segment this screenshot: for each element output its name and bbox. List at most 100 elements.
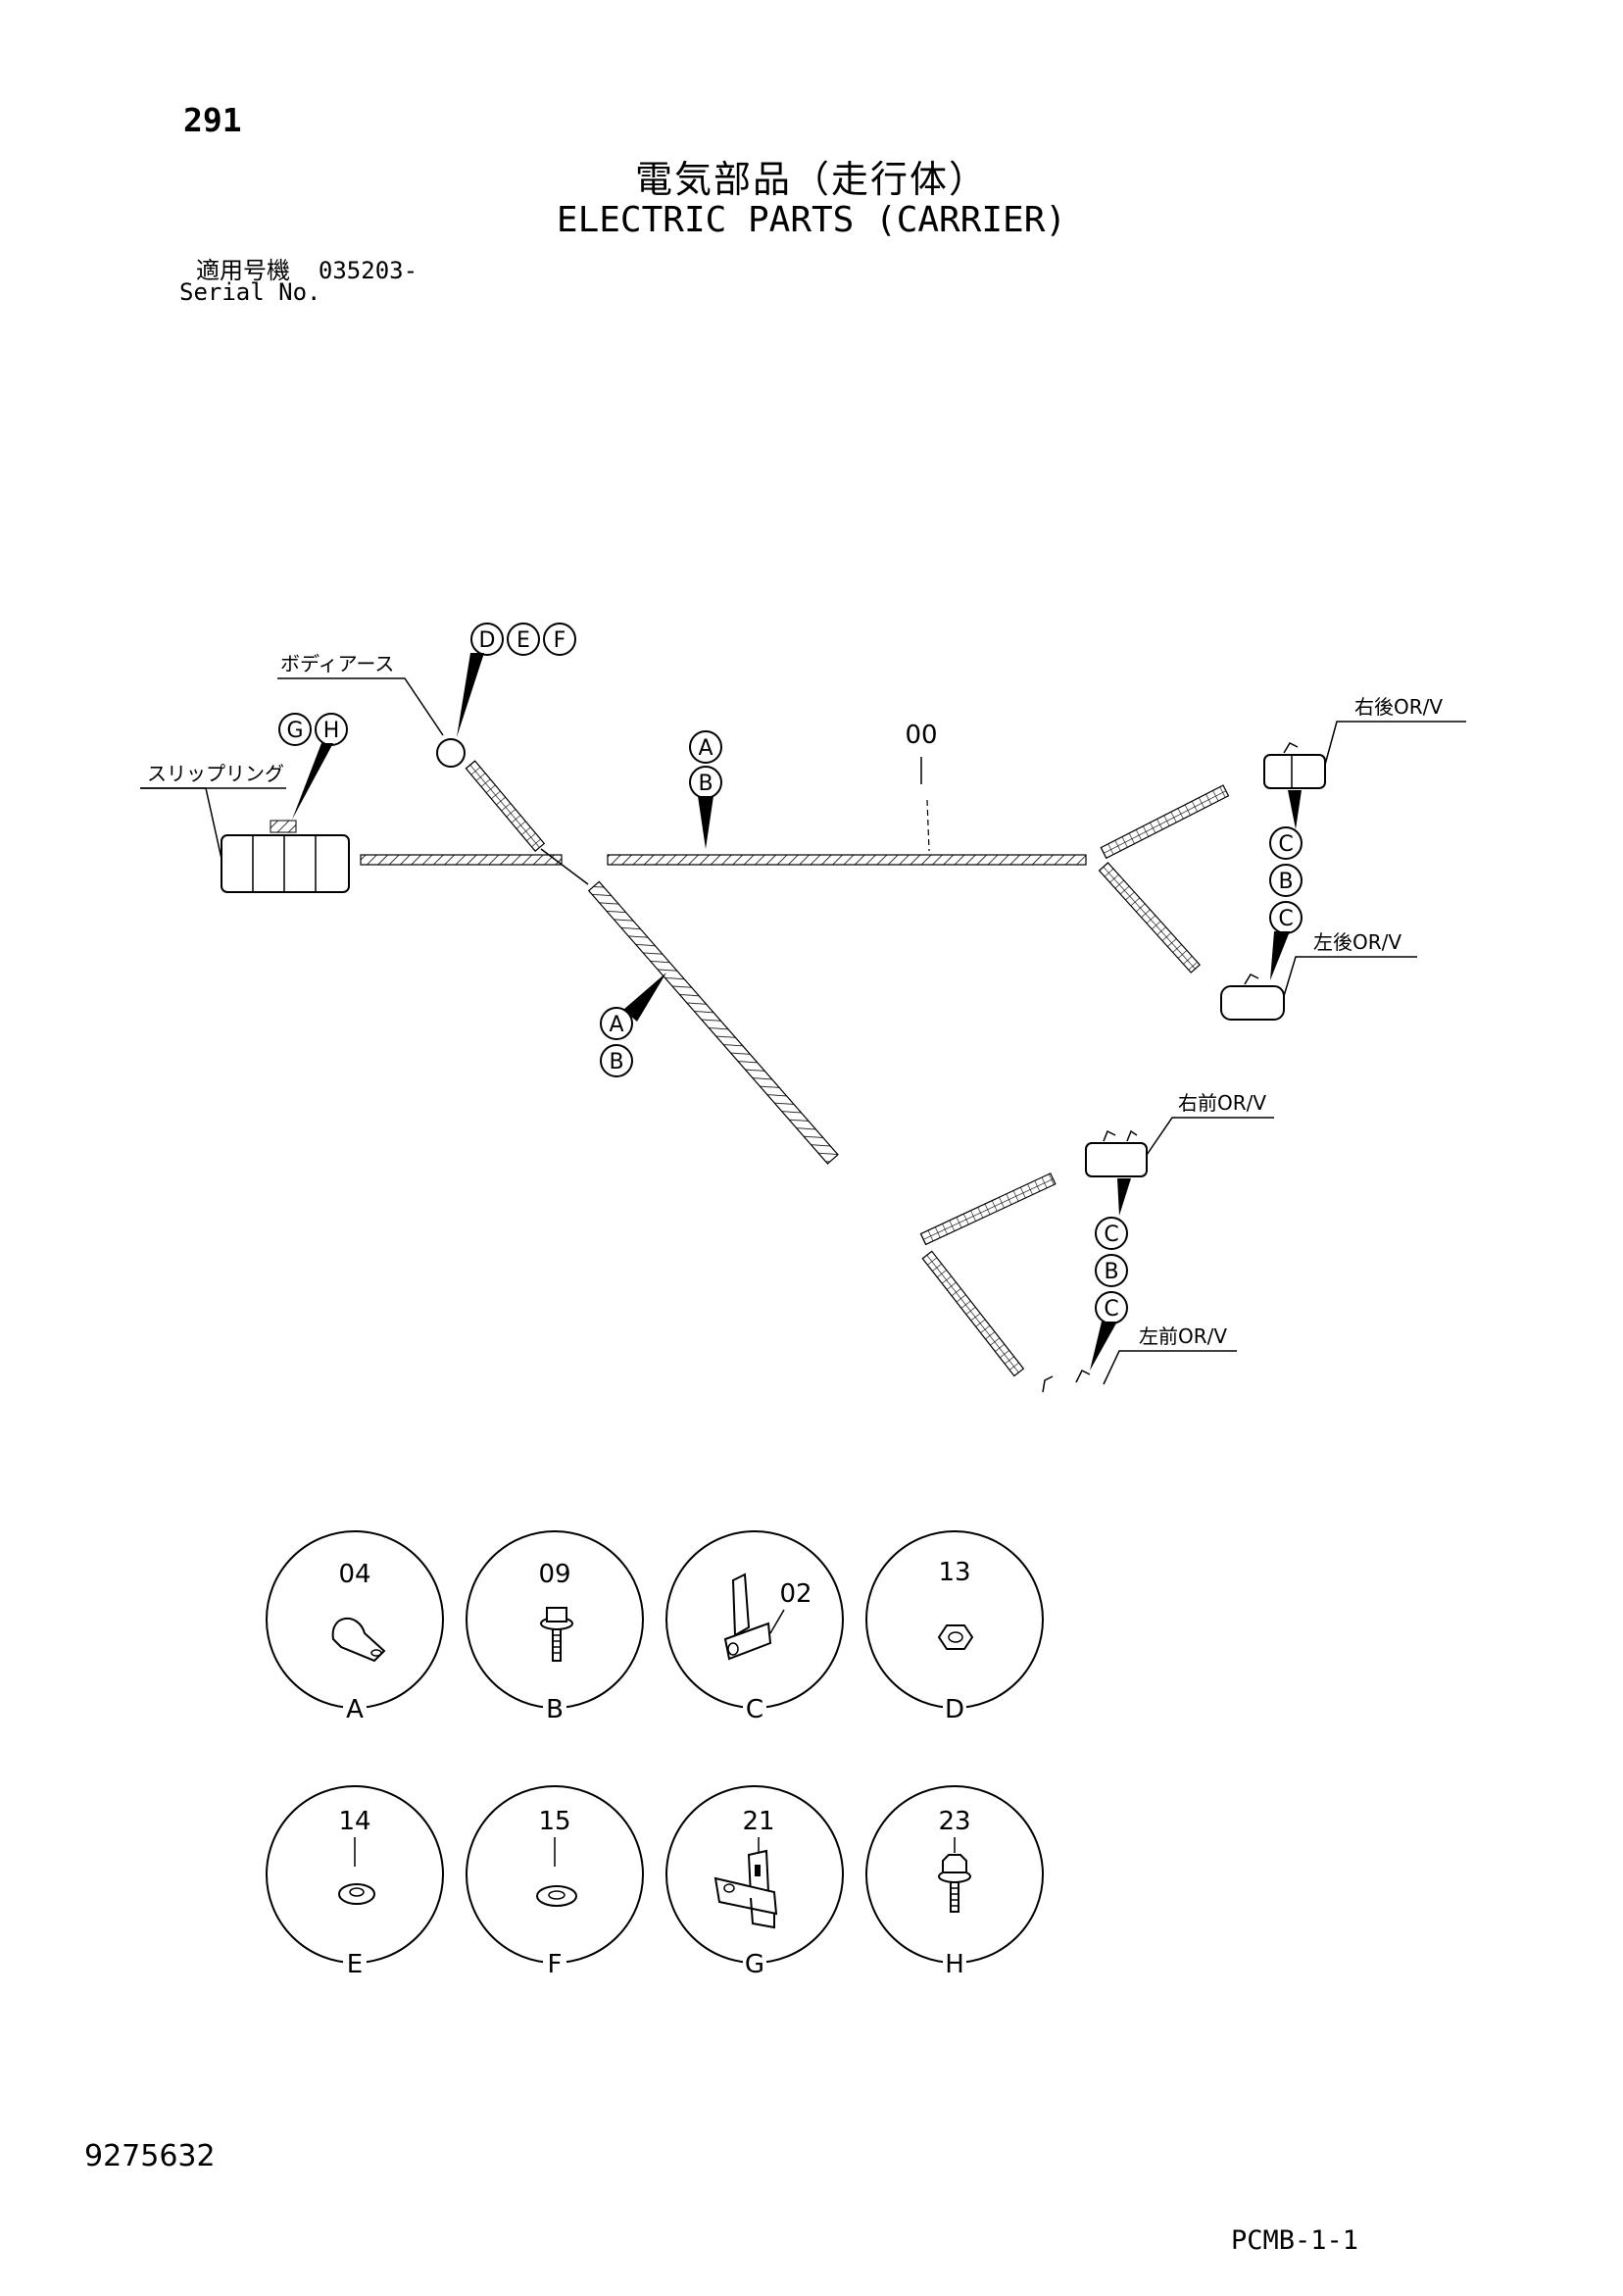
callout-circle (543, 623, 576, 656)
callout-letter: C (1104, 1297, 1118, 1322)
nut-icon (937, 1624, 974, 1650)
diagonal-harness (587, 880, 839, 1165)
legend-part-number: 23 (938, 1807, 970, 1836)
harness-part-number: 00 (905, 721, 937, 750)
legend-item-H: 23 H (865, 1785, 1044, 1979)
body-earth-terminal (436, 738, 466, 768)
flat-washer-icon (536, 1885, 577, 1907)
callout-letter: B (698, 772, 713, 796)
callout-circle (600, 1007, 633, 1040)
callout-letter: B (1278, 870, 1293, 894)
right-front-valve-connector (1085, 1142, 1148, 1177)
serial-label-english: Serial No. (179, 278, 321, 306)
earth-cable (465, 760, 546, 852)
callout-pointer (1270, 931, 1290, 980)
callout-circle (470, 623, 504, 656)
branch-cable (1098, 862, 1201, 973)
harness-segment (607, 854, 1087, 866)
callout-letter: C (1278, 907, 1293, 931)
callout-pointer (292, 743, 333, 820)
branch-cable (1100, 784, 1230, 860)
legend-part-number: 14 (338, 1807, 370, 1836)
legend-letter: G (745, 1950, 764, 1979)
legend-item-C: 02 C (665, 1530, 844, 1724)
legend-part-number: 13 (938, 1558, 970, 1587)
legend-letter: E (347, 1950, 363, 1979)
body-earth-label: ボディアース (280, 652, 394, 675)
callout-letter: B (609, 1050, 623, 1074)
callout-letter: A (698, 736, 713, 761)
callout-circle (507, 623, 540, 656)
bracket-icon (713, 1849, 778, 1929)
legend-item-F: 15 F (466, 1785, 644, 1979)
callout-circle (600, 1044, 633, 1077)
legend-letter: C (746, 1695, 763, 1724)
callout-letter: C (1278, 832, 1293, 857)
callout-letter: A (609, 1013, 623, 1037)
callout-letter: E (516, 628, 530, 653)
callout-pointer (1117, 1178, 1131, 1216)
slip-ring-leader-line (140, 787, 222, 860)
lock-washer-icon (338, 1883, 375, 1905)
legend-letter: B (546, 1695, 564, 1724)
callout-circle (1269, 826, 1303, 860)
callout-circle (1095, 1254, 1128, 1287)
serial-value: 035203- (318, 257, 418, 284)
harness-segment (360, 854, 563, 866)
callout-pointer (1288, 790, 1302, 829)
legend-part-number: 02 (779, 1579, 812, 1609)
callout-circle (1269, 864, 1303, 897)
callout-circle (1095, 1217, 1128, 1250)
legend-letter: F (548, 1950, 563, 1979)
legend-part-number: 21 (742, 1807, 774, 1836)
legend-item-E: 14 E (266, 1785, 444, 1979)
left-rear-valve-connector (1220, 985, 1285, 1021)
page-title-japanese: 電気部品（走行体） (634, 158, 988, 201)
callout-pointer (457, 653, 484, 737)
callout-pointer (698, 796, 713, 849)
right-front-valve-label: 右前OR/V (1178, 1091, 1266, 1115)
legend-item-A: 04 A (266, 1530, 444, 1724)
page-code: PCMB-1-1 (1231, 2225, 1359, 2256)
callout-letter: H (323, 719, 340, 743)
legend-letter: D (945, 1695, 964, 1724)
legend-part-number: 15 (538, 1807, 570, 1836)
left-front-valve-label: 左前OR/V (1139, 1324, 1227, 1348)
callout-circle (689, 730, 722, 764)
page-title-english: ELECTRIC PARTS (CARRIER) (556, 200, 1067, 240)
slip-ring (221, 820, 350, 893)
branch-cable (921, 1250, 1025, 1377)
parts-legend: 04 A 09 B 02 C (266, 1530, 1044, 1979)
clamp-icon (331, 1617, 386, 1663)
serial-line-japanese: 適用号機 035203- (196, 251, 418, 285)
legend-item-D: 13 D (865, 1530, 1044, 1724)
legend-item-B: 09 B (466, 1530, 644, 1724)
callout-circle (278, 713, 312, 746)
callout-letter: F (554, 628, 566, 653)
callout-letter: G (286, 719, 303, 743)
left-front-valve-connector (1042, 1375, 1054, 1393)
right-rear-valve-label: 右後OR/V (1354, 695, 1443, 719)
bracket-icon (723, 1572, 785, 1661)
callout-letter: C (1104, 1223, 1118, 1247)
callout-pointer (623, 973, 666, 1022)
legend-letter: H (945, 1950, 964, 1979)
body-earth-leader-line (277, 677, 444, 736)
page-number: 291 (183, 101, 242, 139)
right-rear-valve-connector (1263, 754, 1326, 789)
left-rear-valve-label: 左後OR/V (1313, 930, 1402, 954)
legend-letter: A (346, 1695, 364, 1724)
serial-label-japanese: 適用号機 (196, 257, 290, 284)
callout-letter: B (1104, 1260, 1118, 1284)
slip-ring-label: スリップリング (147, 762, 284, 785)
document-number: 9275632 (84, 2139, 216, 2173)
bolt-icon (938, 1854, 971, 1913)
callout-letter: D (479, 628, 496, 653)
legend-part-number: 04 (338, 1560, 370, 1589)
bolt-washer-icon (540, 1607, 573, 1662)
branch-cable (919, 1173, 1057, 1246)
callout-pointer (1090, 1322, 1117, 1371)
legend-item-G: 21 G (665, 1785, 844, 1979)
legend-part-number: 09 (538, 1560, 570, 1589)
